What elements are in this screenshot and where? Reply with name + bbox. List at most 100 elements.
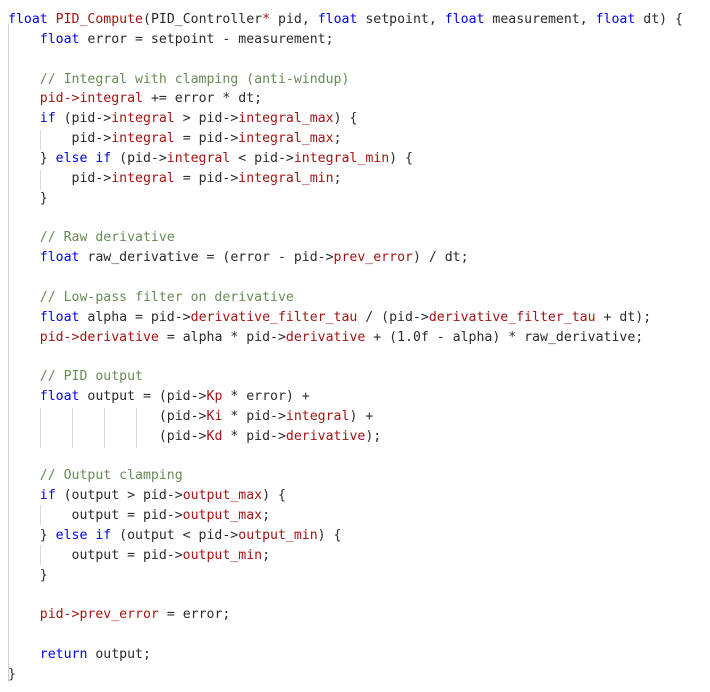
code-line: } [8, 665, 683, 685]
code-line: (pid->Ki * pid->integral) + [8, 407, 683, 427]
code-token: } [8, 150, 56, 166]
code-line [8, 208, 683, 228]
code-token: / (pid-> [357, 309, 429, 325]
code-token: float [8, 12, 48, 27]
code-token: integral [111, 131, 175, 147]
code-body: float PID_Compute(PID_Controller* pid, f… [8, 10, 683, 685]
if-block-guide-2 [40, 505, 41, 525]
code-line [8, 625, 683, 645]
code-token: } [8, 666, 16, 682]
code-token: ( [143, 12, 151, 27]
code-token: float [39, 389, 80, 405]
code-line: } else if (pid->integral < pid->integral… [8, 149, 683, 169]
code-token: PID_Controller [150, 12, 263, 27]
code-token [8, 111, 40, 126]
code-token: Kp [206, 389, 223, 405]
code-line [8, 50, 683, 70]
code-line: output = pid->output_max; [8, 506, 683, 526]
code-token: integral_max [238, 111, 334, 127]
code-token: + (1.0f - alpha) * raw_derivative; [365, 329, 644, 345]
code-line: pid->derivative = alpha * pid->derivativ… [8, 328, 683, 348]
code-token: ) { [389, 150, 413, 166]
code-line: } [8, 189, 683, 209]
code-token [8, 488, 40, 503]
code-token [8, 647, 40, 662]
code-token: * pid-> [222, 408, 286, 424]
code-token: (output > pid-> [55, 488, 183, 504]
code-token: measurement, [484, 12, 596, 27]
code-line: // Raw derivative [8, 228, 683, 248]
code-token: (pid-> [8, 428, 207, 444]
code-token: Kd [206, 428, 223, 444]
code-line: pid->integral = pid->integral_max; [8, 129, 683, 149]
code-token: error = setpoint - measurement; [79, 31, 334, 47]
code-token: integral [285, 408, 350, 424]
code-token: } [8, 567, 48, 583]
code-line: float output = (pid->Kp * error) + [8, 387, 683, 407]
code-token: derivative_filter_tau [190, 309, 358, 325]
code-token: * pid-> [222, 428, 286, 444]
code-line [8, 447, 683, 467]
code-token [48, 12, 56, 27]
else-block-guide-1 [40, 170, 41, 190]
continuation-guide-4 [136, 408, 137, 448]
code-token: output; [87, 647, 151, 662]
code-line: return output; [8, 645, 683, 665]
code-token: } [8, 190, 48, 206]
code-token: raw_derivative = (error - pid-> [79, 250, 334, 266]
function-brace-guide [8, 24, 9, 682]
code-token: derivative_filter_tau [428, 309, 596, 325]
code-token: float [39, 31, 80, 47]
code-token: ; [262, 547, 271, 563]
code-token: integral [111, 170, 175, 186]
code-line: float alpha = pid->derivative_filter_tau… [8, 308, 683, 328]
else-block-guide-2 [40, 545, 41, 565]
code-token: derivative [285, 329, 366, 345]
code-token: ) + [349, 408, 374, 424]
code-token: ) { [262, 488, 286, 504]
code-line: } else if (output < pid->output_min) { [8, 526, 683, 546]
code-token: // PID output [8, 369, 143, 385]
code-token: > pid-> [174, 111, 239, 127]
code-token: integral [166, 150, 231, 166]
continuation-guide-2 [72, 408, 73, 448]
code-token: = error; [158, 607, 231, 623]
continuation-guide-1 [40, 408, 41, 448]
code-line: (pid->Kd * pid->derivative); [8, 427, 683, 447]
code-token: * error) + [222, 389, 310, 405]
code-token: output_min [238, 527, 318, 543]
code-token: alpha = pid-> [79, 309, 191, 325]
code-token: return [39, 647, 88, 662]
code-line: output = pid->output_min; [8, 546, 683, 566]
code-token: pid-> [8, 329, 80, 345]
code-line [8, 268, 683, 288]
code-token: (output < pid-> [111, 527, 239, 543]
code-token: // Integral with clamping (anti-windup) [8, 71, 350, 87]
code-token: PID_Compute [55, 12, 143, 27]
code-token: integral [111, 111, 175, 127]
code-line: if (pid->integral > pid->integral_max) { [8, 109, 683, 129]
code-line: // Output clamping [8, 466, 683, 486]
code-line: } [8, 566, 683, 586]
code-token [8, 250, 40, 265]
code-token: ; [333, 131, 342, 147]
code-token: // Output clamping [8, 468, 183, 484]
code-token: ) { [333, 111, 358, 127]
code-token: output_min [182, 547, 263, 563]
code-token: * [262, 12, 271, 27]
code-token: dt) { [635, 12, 683, 27]
code-token: integral_min [238, 170, 334, 186]
code-token: pid-> [8, 131, 112, 147]
code-line: pid->prev_error = error; [8, 605, 683, 625]
code-token: output_max [182, 488, 263, 504]
code-token: float [444, 12, 485, 27]
continuation-guide-3 [104, 408, 105, 448]
code-line: // Integral with clamping (anti-windup) [8, 70, 683, 90]
code-token: = pid-> [174, 131, 239, 147]
code-token: float [39, 250, 80, 266]
code-token: (pid-> [111, 150, 167, 166]
code-token: ; [262, 508, 271, 524]
code-line: if (output > pid->output_max) { [8, 486, 683, 506]
code-token: integral_min [293, 150, 390, 166]
